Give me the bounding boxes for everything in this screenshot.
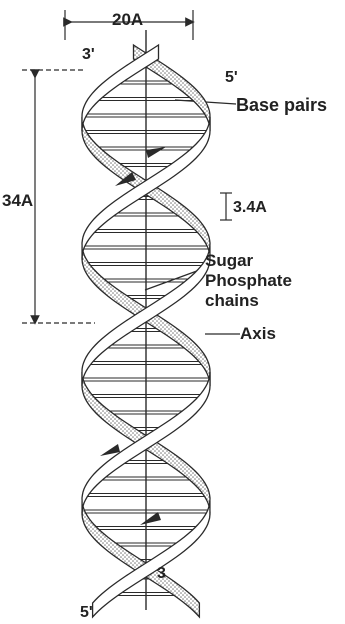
bottom-right-end-label: 3 [157, 566, 166, 582]
strand-arrow-2 [146, 147, 166, 158]
width-label: 20A [112, 11, 143, 28]
sugar-label: Sugar [205, 252, 253, 269]
axis-label: Axis [240, 325, 276, 342]
chains-label: chains [205, 292, 259, 309]
strand-arrow-4 [140, 512, 161, 525]
pitch-label: 34A [2, 192, 33, 209]
bottom-left-end-label: 5' [80, 605, 93, 621]
rise-label: 3.4A [233, 200, 267, 216]
top-left-end-label: 3' [82, 47, 95, 63]
top-right-end-label: 5' [225, 70, 238, 86]
phosphate-label: Phosphate [205, 272, 292, 289]
base-pairs-label: Base pairs [236, 96, 327, 114]
